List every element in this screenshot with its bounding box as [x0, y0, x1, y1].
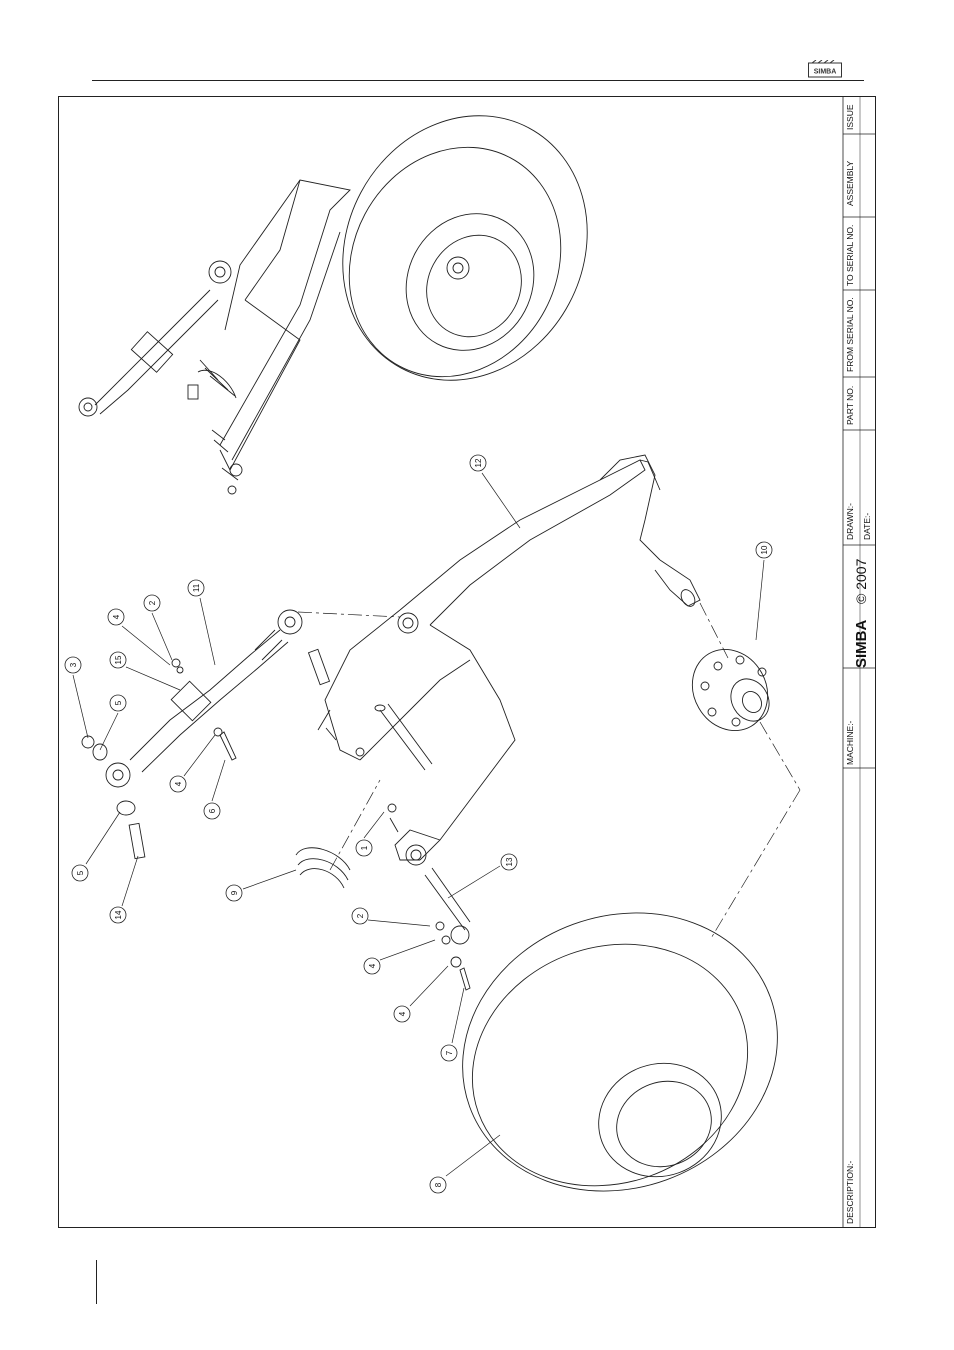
drawn-label: DRAWN:- — [845, 503, 855, 540]
brand-text: SIMBA — [853, 620, 870, 669]
to-serial-label: TO SERIAL NO. — [845, 225, 855, 286]
footer-rule — [96, 1260, 97, 1304]
date-label: DATE:- — [862, 513, 872, 540]
machine-label: MACHINE:- — [845, 720, 855, 765]
copyright-text: © 2007 — [853, 558, 869, 604]
assembly-label: ASSEMBLY — [845, 160, 855, 206]
from-serial-label: FROM SERIAL NO. — [845, 297, 855, 372]
issue-label: ISSUE — [845, 104, 855, 130]
description-label: DESCRIPTION:- — [845, 1161, 855, 1224]
part-no-label: PART NO. — [845, 386, 855, 425]
